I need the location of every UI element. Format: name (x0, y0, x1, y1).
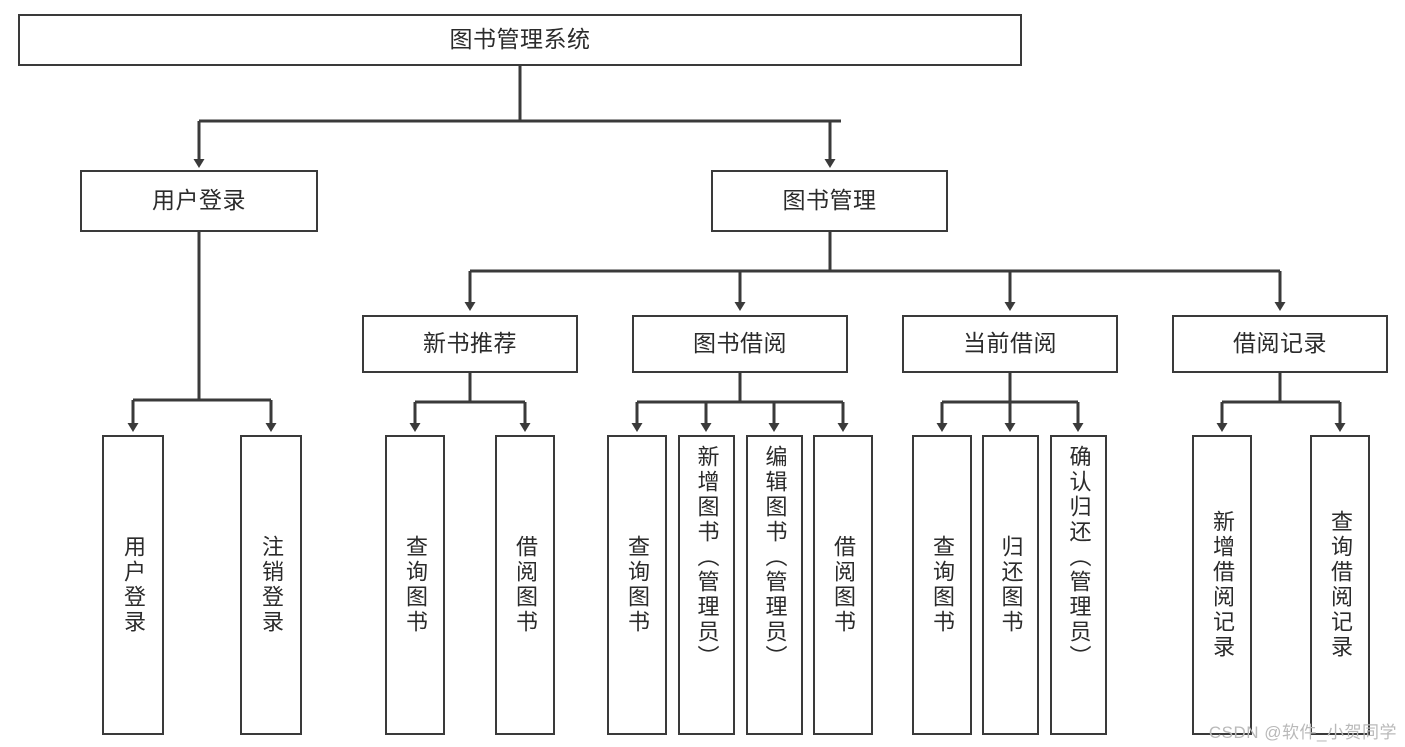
node-book-management[interactable]: 图书管理 (711, 170, 948, 232)
leaf-book-borrow-edit-book-admin[interactable]: 编辑图书（管理员） (746, 435, 803, 735)
node-current-borrowing[interactable]: 当前借阅 (902, 315, 1118, 373)
leaf-borrow-record-add-record[interactable]: 新增借阅记录 (1192, 435, 1252, 735)
leaf-current-borrow-confirm-return-admin[interactable]: 确认归还（管理员） (1050, 435, 1107, 735)
leaf-user-login-login[interactable]: 用户登录 (102, 435, 164, 735)
leaf-new-book-borrow-book[interactable]: 借阅图书 (495, 435, 555, 735)
node-user-login[interactable]: 用户登录 (80, 170, 318, 232)
leaf-book-borrow-query-book[interactable]: 查询图书 (607, 435, 667, 735)
leaf-borrow-record-query-record[interactable]: 查询借阅记录 (1310, 435, 1370, 735)
node-borrowing-record[interactable]: 借阅记录 (1172, 315, 1388, 373)
leaf-current-borrow-query-book[interactable]: 查询图书 (912, 435, 972, 735)
leaf-user-login-logout[interactable]: 注销登录 (240, 435, 302, 735)
node-new-book-recommendation[interactable]: 新书推荐 (362, 315, 578, 373)
leaf-current-borrow-return-book[interactable]: 归还图书 (982, 435, 1039, 735)
leaf-book-borrow-add-book-admin[interactable]: 新增图书（管理员） (678, 435, 735, 735)
node-root-book-management-system[interactable]: 图书管理系统 (18, 14, 1022, 66)
node-book-borrowing[interactable]: 图书借阅 (632, 315, 848, 373)
leaf-book-borrow-borrow-book[interactable]: 借阅图书 (813, 435, 873, 735)
leaf-new-book-query-book[interactable]: 查询图书 (385, 435, 445, 735)
csdn-watermark: CSDN @软件_小贺同学 (1208, 723, 1397, 742)
